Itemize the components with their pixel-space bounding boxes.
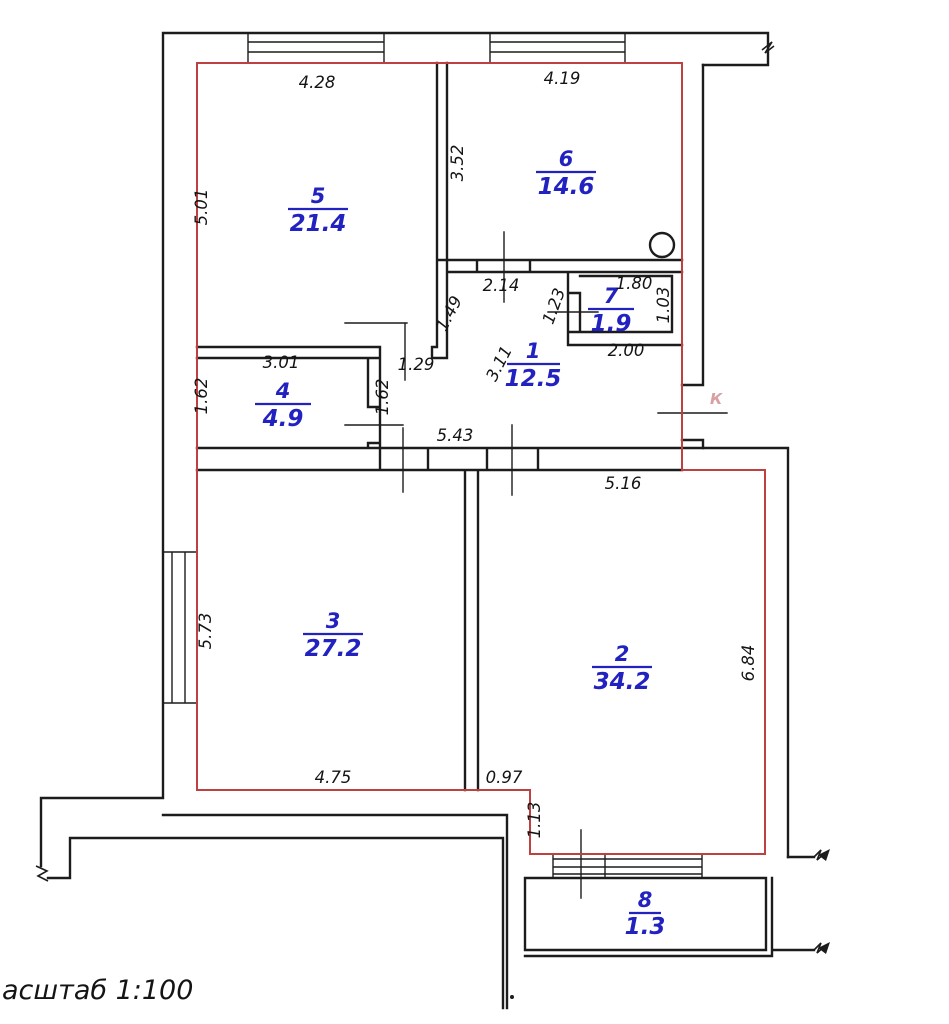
room-label-underlines xyxy=(255,170,661,915)
balcony-walls xyxy=(523,853,816,958)
dim-684: 6.84 xyxy=(739,645,758,682)
scale-label: асштаб 1:100 xyxy=(2,975,193,1006)
room-8-number: 8 xyxy=(638,888,653,912)
dim-162-right: 1.62 xyxy=(373,379,392,416)
dim-419: 4.19 xyxy=(544,69,581,88)
dim-573: 5.73 xyxy=(196,613,215,650)
dim-516: 5.16 xyxy=(605,474,642,493)
room-5-area: 21.4 xyxy=(290,211,347,237)
break-symbols xyxy=(35,41,830,954)
dim-103: 1.03 xyxy=(654,287,673,324)
dim-180: 1.80 xyxy=(616,274,653,293)
room-6-area: 14.6 xyxy=(538,174,595,200)
dim-129: 1.29 xyxy=(398,355,435,374)
dimension-labels: 4.28 4.19 5.01 3.52 2.14 1.49 1.23 1.80 … xyxy=(192,69,758,838)
window-symbols xyxy=(162,32,626,704)
room-6-number: 6 xyxy=(559,147,574,171)
room-4-area: 4.9 xyxy=(262,406,304,432)
dim-352: 3.52 xyxy=(448,145,467,182)
dimension-ticks xyxy=(344,231,728,899)
dim-301: 3.01 xyxy=(263,353,300,372)
interior-walls xyxy=(195,61,705,792)
arrow-head-icon xyxy=(818,849,830,954)
room-1-number: 1 xyxy=(526,339,541,363)
room-3-number: 3 xyxy=(326,609,341,633)
room-7-number: 7 xyxy=(604,284,619,308)
room-2-area: 34.2 xyxy=(594,669,651,695)
apartment-boundary xyxy=(196,62,766,855)
dim-475: 4.75 xyxy=(315,768,352,787)
dim-428: 4.28 xyxy=(299,73,336,92)
dim-543: 5.43 xyxy=(437,426,474,445)
dot-mark xyxy=(510,995,514,999)
room-1-area: 12.5 xyxy=(505,366,562,392)
room-labels: 5 21.4 6 14.6 7 1.9 1 12.5 4 4.9 3 27.2 … xyxy=(262,147,666,940)
room-3-area: 27.2 xyxy=(305,636,362,662)
red-watermark-letter: К xyxy=(710,390,723,408)
dim-097: 0.97 xyxy=(486,768,523,787)
dim-200: 2.00 xyxy=(608,341,645,360)
dim-113: 1.13 xyxy=(525,802,544,839)
room-2-number: 2 xyxy=(615,642,630,666)
dim-162-left: 1.62 xyxy=(192,378,211,415)
room-8-area: 1.3 xyxy=(625,914,666,940)
room-7-area: 1.9 xyxy=(591,311,632,337)
room-4-number: 4 xyxy=(275,379,291,403)
dim-501: 5.01 xyxy=(192,189,211,226)
dim-123: 1.23 xyxy=(539,286,569,327)
dim-214: 2.14 xyxy=(483,276,520,295)
exterior-walls xyxy=(39,31,790,1010)
room-5-number: 5 xyxy=(311,184,326,208)
column-circle-icon xyxy=(648,231,676,259)
